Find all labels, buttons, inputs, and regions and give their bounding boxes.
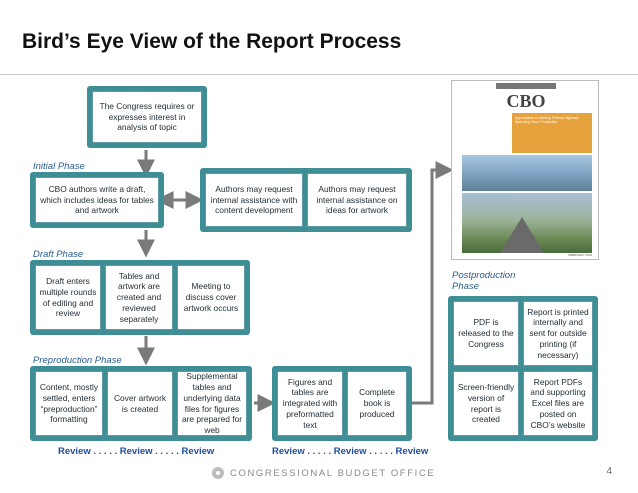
preproduction-phase-label: Preproduction Phase: [33, 355, 122, 366]
assist-content-box: Authors may request internal assistance …: [205, 173, 303, 227]
cbo-seal-icon: [212, 467, 224, 479]
cbo-draft-box: CBO authors write a draft, which include…: [35, 177, 159, 223]
cover-top-band: [496, 83, 556, 89]
review-cycle-mid: Review . . . . . Review . . . . . Review: [272, 446, 429, 457]
postproduction-label-line2: Phase: [452, 280, 479, 292]
screen-friendly-box: Screen-friendly version of report is cre…: [453, 371, 519, 436]
cover-cbo-logo: CBO: [506, 91, 546, 111]
draft-phase-label: Draft Phase: [33, 249, 84, 260]
cover-title-block: Approaches to Making Federal Highway Spe…: [512, 113, 592, 153]
congress-box: The Congress requires or expresses inter…: [92, 91, 202, 143]
posted-box: Report PDFs and supporting Excel files a…: [523, 371, 593, 436]
tables-artwork-box: Tables and artwork are created and revie…: [105, 265, 173, 330]
page-number: 4: [606, 466, 612, 477]
postproduction-phase-label: Postproduction Phase: [452, 270, 516, 293]
cover-created-box: Cover artwork is created: [107, 371, 173, 436]
title-divider: [0, 74, 638, 75]
cover-date: FEBRUARY 2016: [568, 253, 592, 257]
integrated-box: Figures and tables are integrated with p…: [277, 371, 343, 436]
review-cycle-left: Review . . . . . Review . . . . . Review: [58, 446, 215, 457]
slide-title: Bird’s Eye View of the Report Process: [22, 30, 402, 53]
postproduction-label-line1: Postproduction: [452, 270, 516, 281]
content-settled-box: Content, mostly settled, enters “preprod…: [35, 371, 103, 436]
cover-meeting-box: Meeting to discuss cover artwork occurs: [177, 265, 245, 330]
arrow-integration-to-cover: [412, 161, 454, 405]
assist-artwork-box: Authors may request internal assistance …: [307, 173, 407, 227]
complete-book-box: Complete book is produced: [347, 371, 407, 436]
footer-text: CONGRESSIONAL BUDGET OFFICE: [230, 467, 436, 479]
pdf-released-box: PDF is released to the Congress: [453, 301, 519, 366]
cover-road-shape: [500, 217, 544, 253]
cover-bridge-photo: [462, 155, 592, 191]
printed-box: Report is printed internally and sent fo…: [523, 301, 593, 366]
footer: CONGRESSIONAL BUDGET OFFICE: [212, 467, 435, 479]
supplemental-box: Supplemental tables and underlying data …: [177, 371, 247, 436]
draft-rounds-box: Draft enters multiple rounds of editing …: [35, 265, 101, 330]
report-cover-image: CBO Approaches to Making Federal Highway…: [451, 80, 599, 260]
initial-phase-label: Initial Phase: [33, 161, 85, 172]
